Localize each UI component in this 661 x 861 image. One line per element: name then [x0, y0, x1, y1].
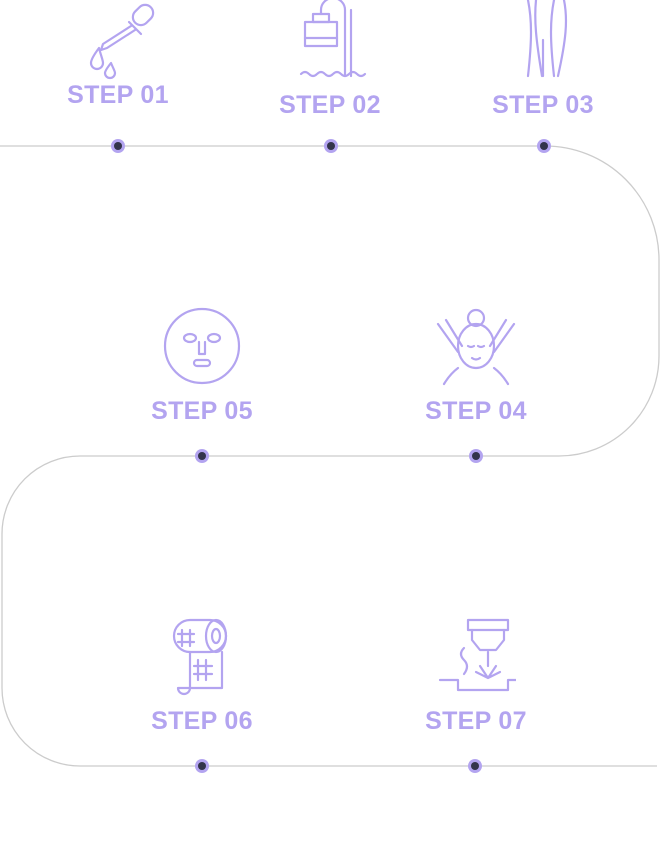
timeline-dot [195, 449, 209, 463]
mesh-roll-icon [172, 618, 228, 696]
face-massage-icon [436, 308, 516, 386]
shower-icon [299, 0, 367, 78]
timeline-dot [324, 139, 338, 153]
step-label: STEP 07 [425, 707, 527, 735]
step-label: STEP 03 [492, 91, 594, 119]
laser-icon [438, 618, 516, 692]
step-04: STEP 04 [396, 306, 556, 426]
dropper-icon [89, 3, 155, 80]
legs-icon [526, 0, 568, 78]
step-label: STEP 01 [67, 81, 169, 109]
step-07: STEP 07 [396, 616, 556, 736]
timeline-dot [469, 449, 483, 463]
timeline-dot [195, 759, 209, 773]
step-02: STEP 02 [250, 0, 410, 120]
step-label: STEP 06 [151, 707, 253, 735]
step-label: STEP 04 [425, 397, 527, 425]
step-01: STEP 01 [38, 0, 198, 110]
face-mask-icon [163, 307, 241, 385]
timeline-dot [537, 139, 551, 153]
step-06: STEP 06 [122, 616, 282, 736]
step-03: STEP 03 [463, 0, 623, 120]
step-label: STEP 02 [279, 91, 381, 119]
timeline-dot [468, 759, 482, 773]
timeline-dot [111, 139, 125, 153]
step-05: STEP 05 [122, 306, 282, 426]
step-label: STEP 05 [151, 397, 253, 425]
